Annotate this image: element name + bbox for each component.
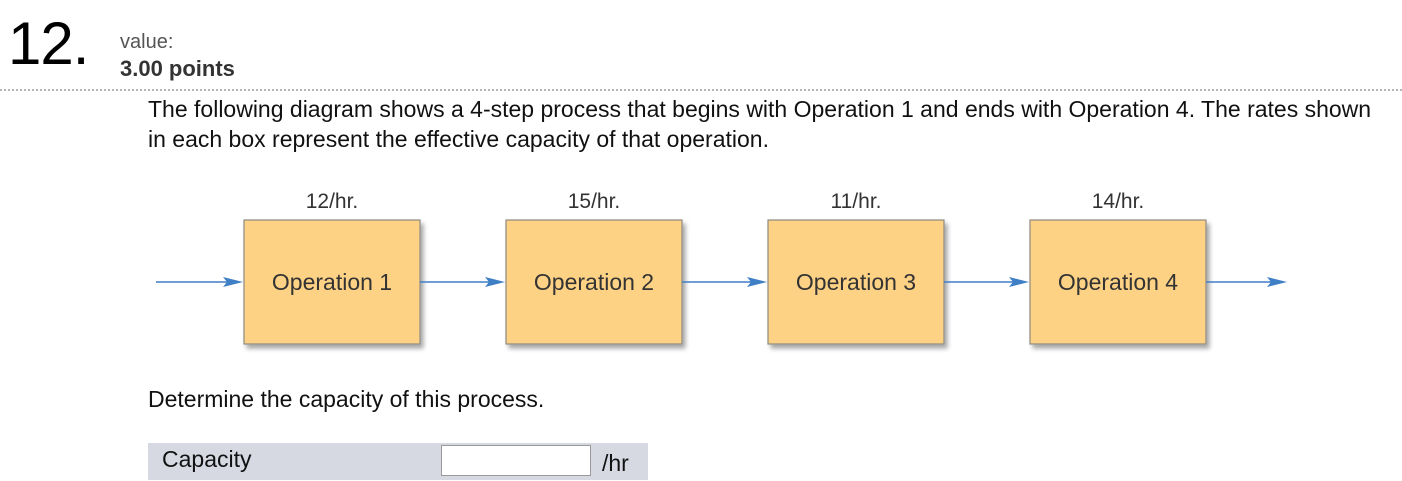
operation-box-2 <box>505 219 683 345</box>
question-prompt: Determine the capacity of this process. <box>148 386 545 412</box>
question-number: 12. <box>8 10 89 77</box>
operation-label-4: Operation 4 <box>1058 269 1178 295</box>
operation-rate-3: 11/hr. <box>831 190 882 213</box>
process-flow-diagram: 12/hr. Operation 1 15/hr. Operation 2 11/hr.… <box>156 190 1287 345</box>
flow-arrow-head-0 <box>223 277 243 287</box>
operation-box-1 <box>243 219 421 345</box>
operation-rate-4: 14/hr. <box>1092 190 1145 213</box>
flow-arrow-head-4 <box>1267 277 1287 287</box>
capacity-input[interactable] <box>441 445 591 476</box>
answer-row: Capacity /hr <box>148 443 648 480</box>
operation-label-3: Operation 3 <box>796 269 916 295</box>
operation-rate-2: 15/hr. <box>568 190 621 213</box>
capacity-label: Capacity <box>162 446 252 472</box>
flow-arrow-head-1 <box>485 277 505 287</box>
capacity-unit: /hr <box>602 450 629 476</box>
operation-label-1: Operation 1 <box>272 269 392 295</box>
operation-box-3 <box>767 219 945 345</box>
operation-rate-1: 12/hr. <box>306 190 359 213</box>
question-divider <box>0 89 1402 91</box>
flow-arrow-head-2 <box>747 277 767 287</box>
operation-label-2: Operation 2 <box>534 269 654 295</box>
points-value: 3.00 points <box>120 56 235 81</box>
flow-arrow-head-3 <box>1009 277 1029 287</box>
value-label: value: <box>120 31 174 53</box>
question-text: The following diagram shows a 4-step pro… <box>148 96 1372 152</box>
